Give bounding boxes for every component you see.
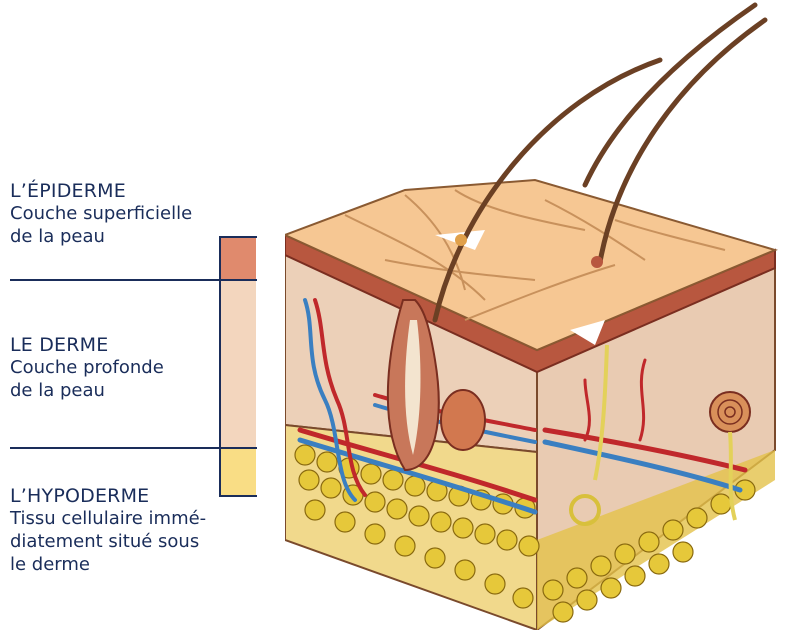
hypodermis-description-line-2: diatement situé sous xyxy=(10,530,206,553)
legend-vertical-line xyxy=(219,236,221,497)
epidermis-description-line-2: de la peau xyxy=(10,225,192,248)
hypodermis-description-line-1: Tissu cellulaire immé- xyxy=(10,507,206,530)
dermis-title: LE DERME xyxy=(10,334,164,356)
skin-cross-section-illustration xyxy=(285,0,809,630)
epidermis-title: L’ÉPIDERME xyxy=(10,180,192,202)
hypodermis-description-line-3: le derme xyxy=(10,553,206,576)
dermis-swatch xyxy=(221,281,256,447)
epidermis-label: L’ÉPIDERME Couche superficielle de la pe… xyxy=(10,180,192,248)
hypodermis-label: L’HYPODERME Tissu cellulaire immé- diate… xyxy=(10,485,206,576)
hypodermis-bottom-line xyxy=(220,495,257,497)
dermis-label: LE DERME Couche profonde de la peau xyxy=(10,334,164,402)
hypodermis-swatch xyxy=(221,449,256,495)
epidermis-description-line-1: Couche superficielle xyxy=(10,202,192,225)
dermis-description-line-2: de la peau xyxy=(10,379,164,402)
layer-legend: L’ÉPIDERME Couche superficielle de la pe… xyxy=(0,0,270,630)
dermis-description-line-1: Couche profonde xyxy=(10,356,164,379)
epidermis-top-line xyxy=(220,236,257,238)
epidermis-swatch xyxy=(221,237,256,279)
hypodermis-title: L’HYPODERME xyxy=(10,485,206,507)
